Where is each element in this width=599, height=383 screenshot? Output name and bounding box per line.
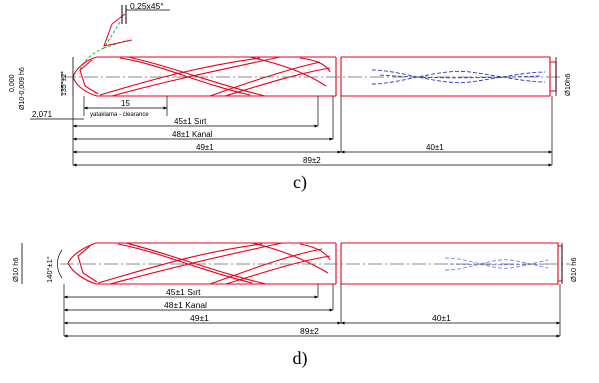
diameter-left-d: Ø10 h6	[11, 257, 20, 282]
drill-figure-d: Ø10 h6 140°±1° Ø10 h6 45±1 Sırt 48±1 Kan…	[11, 242, 578, 338]
dim-40-c: 40±1	[426, 143, 444, 152]
dim-49-d: 49±1	[190, 313, 209, 323]
diameter-left-c: Ø10-0,009 h6	[19, 67, 26, 110]
dim-15: 15	[121, 99, 130, 108]
dim-kanal-d: 48±1 Kanal	[164, 300, 207, 310]
tolerance-upper-c: 0,000	[9, 74, 16, 92]
dim-kanal-c: 48±1 Kanal	[172, 130, 213, 139]
diameter-right-c: Ø10h6	[563, 73, 572, 96]
chamfer-detail-lines	[103, 13, 133, 47]
drill-body-d	[67, 242, 563, 285]
dim-89-c: 89±2	[303, 156, 321, 165]
tip-angle-c: 135°±2°	[60, 71, 68, 96]
drill-body-c	[72, 56, 557, 97]
dim-89-d: 89±2	[300, 326, 319, 336]
clearance-label: yataklama - clearance	[90, 112, 149, 118]
diameter-right-d: Ø10 h6	[569, 257, 578, 282]
drill-figure-c: 0,25x45° 0,000 Ø10-0,009 h	[9, 1, 572, 167]
tip-angle-d: 140°±1°	[45, 256, 54, 283]
dim-40-d: 40±1	[432, 313, 451, 323]
dim-sirt-d: 45±1 Sırt	[166, 287, 201, 297]
dim-sirt-c: 45±1 Sırt	[174, 117, 207, 126]
dim-2071: 2,071	[32, 110, 53, 119]
figure-caption-c: c)	[293, 172, 307, 192]
chamfer-note: 0,25x45°	[130, 1, 164, 11]
figure-caption-d: d)	[292, 348, 308, 368]
dim-49-c: 49±1	[196, 143, 214, 152]
